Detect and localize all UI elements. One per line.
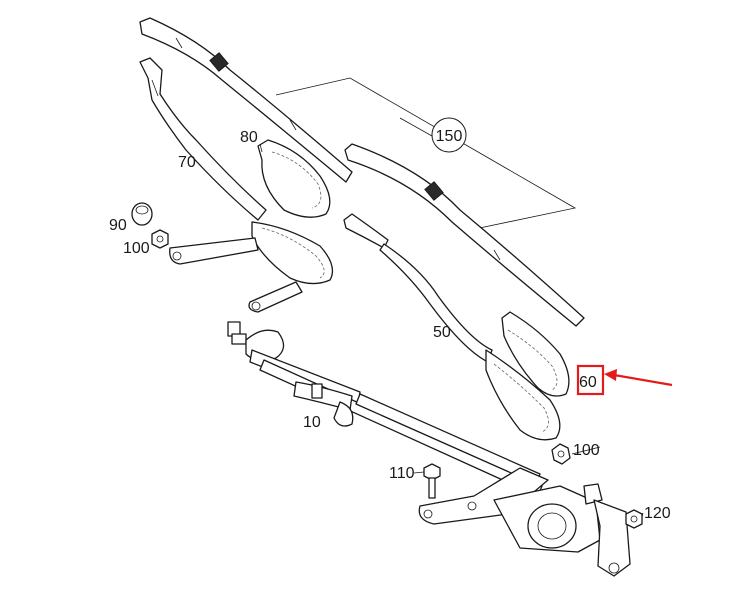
callout-110[interactable]: 110 <box>389 465 415 482</box>
highlight-arrow <box>604 369 673 387</box>
wiper-arm-70[interactable] <box>139 57 267 221</box>
highlight-box-60 <box>576 364 605 396</box>
cap-90[interactable] <box>131 202 153 226</box>
nut-100-left[interactable] <box>151 229 169 249</box>
arm-base-70[interactable] <box>169 221 334 313</box>
callout-90[interactable]: 90 <box>109 217 127 234</box>
wiper-blade-lower[interactable] <box>344 143 585 327</box>
wiper-linkage-10[interactable] <box>227 321 631 577</box>
callout-70[interactable]: 70 <box>178 154 196 171</box>
callout-80[interactable]: 80 <box>240 129 258 146</box>
callout-100-right[interactable]: 100 <box>573 442 600 459</box>
wiper-arm-50[interactable] <box>343 213 561 441</box>
cap-60[interactable] <box>501 311 570 397</box>
leader-lines <box>259 143 644 518</box>
cap-80[interactable] <box>257 139 331 218</box>
nut-100-right[interactable] <box>551 443 571 465</box>
callout-150[interactable]: 150 <box>436 128 463 145</box>
callout-10[interactable]: 10 <box>303 414 321 431</box>
callout-100-left[interactable]: 100 <box>123 240 150 257</box>
callout-120[interactable]: 120 <box>644 505 671 522</box>
nut-120[interactable] <box>625 509 643 529</box>
wiper-blade-upper[interactable] <box>139 17 353 183</box>
callout-150-circle <box>431 117 467 153</box>
callout-60[interactable]: 60 <box>579 374 597 391</box>
callout-50[interactable]: 50 <box>433 324 451 341</box>
bolt-110[interactable] <box>423 463 441 499</box>
